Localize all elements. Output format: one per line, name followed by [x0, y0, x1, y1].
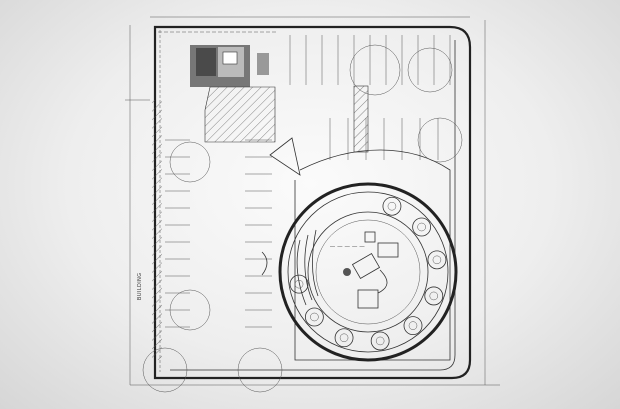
traffic-island	[269, 137, 301, 176]
building-block	[190, 45, 269, 87]
tree-well	[412, 217, 432, 237]
tree-circle	[237, 347, 283, 393]
tree-well	[382, 196, 402, 216]
tree-circle	[417, 117, 463, 163]
tree-circle	[349, 44, 401, 96]
tree-trunk	[310, 312, 319, 322]
planting-strip	[152, 100, 162, 360]
tree-trunk	[387, 201, 397, 211]
tree-well	[427, 250, 447, 270]
hatched-walkway	[353, 85, 369, 153]
tree-trunk	[339, 333, 349, 343]
parking-stalls	[165, 35, 451, 328]
tree-well	[334, 328, 354, 348]
tree-trunk	[375, 336, 385, 346]
tree-trunk	[417, 222, 426, 232]
dimension-lines	[125, 16, 500, 386]
circular-structure: — — — — —	[278, 149, 458, 362]
tree-trunk	[429, 291, 439, 301]
tree-trunk	[294, 279, 304, 289]
tree-wells	[142, 44, 463, 393]
tree-trunk	[432, 255, 442, 265]
tree-well	[304, 307, 324, 327]
tree-well	[403, 316, 423, 336]
tree-circle	[169, 141, 211, 183]
curb	[261, 251, 268, 276]
tree-circle	[169, 289, 211, 331]
tree-well	[370, 331, 390, 351]
tree-well	[424, 286, 444, 306]
building-label: BUILDING	[137, 272, 143, 300]
property-boundary	[153, 25, 472, 380]
tree-trunk	[408, 321, 418, 330]
tree-well	[289, 274, 309, 294]
tree-circle	[407, 47, 453, 93]
hatched-area	[204, 86, 276, 143]
structure-note: — — — — —	[330, 244, 365, 250]
tree-circle	[142, 347, 188, 393]
ring-tree-wells	[289, 196, 447, 351]
